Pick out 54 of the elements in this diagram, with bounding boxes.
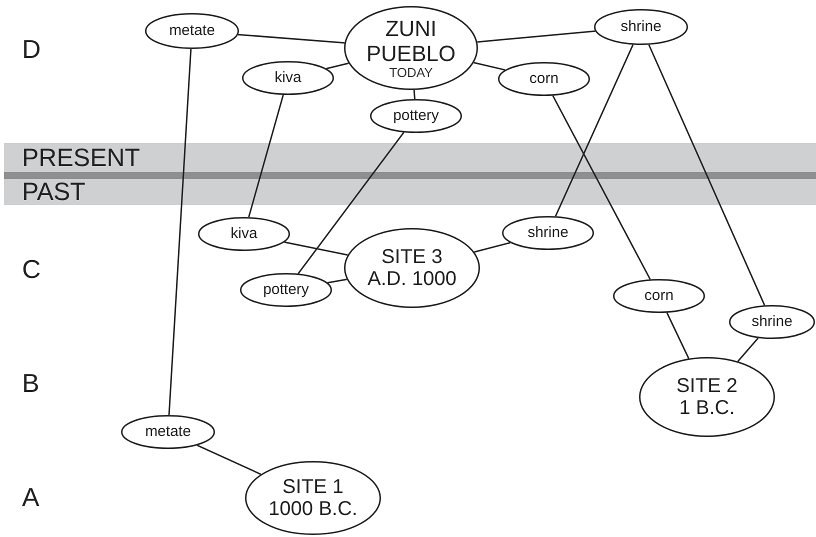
ellipse-node [198, 217, 290, 251]
connector-line [474, 62, 506, 71]
ellipse-node [242, 61, 334, 95]
ellipse-node [344, 228, 480, 308]
node-label: SITE 2 1 B.C. [675, 375, 739, 419]
connector-line [326, 62, 349, 70]
node-label: kiva [274, 70, 302, 86]
ellipse-node [145, 13, 239, 49]
connector-line [168, 48, 192, 416]
node-label: pottery [393, 108, 439, 124]
ellipse-node [729, 305, 815, 339]
ellipse-node [502, 216, 594, 250]
connector-line [238, 34, 345, 44]
node-label: metate [169, 22, 215, 40]
connector-line [298, 132, 404, 274]
connector-line [413, 90, 416, 100]
ellipse-node [613, 279, 705, 313]
connector-line [552, 95, 651, 280]
node-sublabel: TODAY [389, 66, 433, 79]
ellipse-node [639, 357, 775, 437]
ellipse-node [240, 273, 332, 307]
connector-line [474, 242, 510, 253]
node-label: pottery [263, 282, 309, 298]
node-label: ZUNI PUEBLO [365, 17, 457, 66]
node-label: SITE 1 1000 B.C. [268, 476, 358, 520]
period-label: B [22, 370, 40, 396]
node-label: corn [529, 70, 559, 88]
period-label: A [22, 484, 40, 510]
connector-line [666, 312, 690, 359]
connector-line [196, 444, 262, 475]
node-label: shrine [620, 18, 662, 36]
connector-line [648, 44, 766, 306]
era-label: PRESENT [22, 146, 140, 171]
node-label: shrine [528, 224, 568, 242]
connector-line [327, 278, 347, 284]
period-label: C [22, 256, 41, 282]
connector-line [248, 94, 284, 218]
ellipse-node [344, 6, 478, 90]
ellipse-node [370, 99, 462, 133]
ellipse-node [594, 9, 688, 45]
connector-line [284, 241, 348, 256]
node-label: shrine [752, 314, 792, 330]
era-label: PAST [22, 180, 86, 205]
ellipse-node [121, 415, 215, 449]
ellipse-node [245, 461, 381, 535]
node-label: corn [644, 288, 674, 304]
node-label: kiva [230, 226, 258, 242]
connector-line [554, 44, 634, 217]
connector-line [477, 30, 596, 43]
node-label: SITE 3 A.D. 1000 [366, 246, 458, 290]
connector-line [737, 338, 759, 362]
period-label: D [22, 36, 41, 62]
node-label: metate [145, 424, 191, 440]
ellipse-node [498, 62, 590, 96]
